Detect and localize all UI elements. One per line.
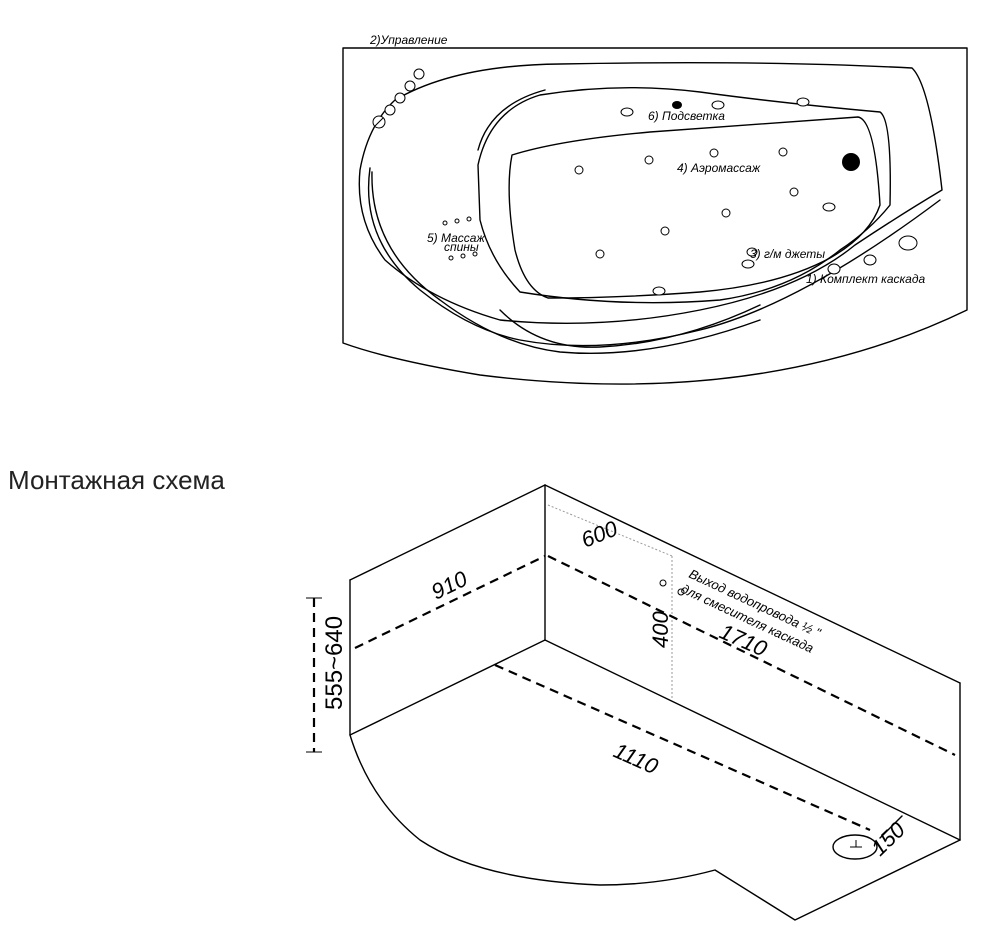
control-buttons — [372, 68, 425, 129]
jet-icon — [796, 97, 810, 107]
control-button-icon — [404, 80, 416, 92]
air-nozzle-icon — [789, 187, 799, 197]
dim-label-400: 400 — [648, 611, 673, 648]
label-back-massage-1: 5) Массаж — [427, 231, 485, 245]
back-jet-icon — [454, 218, 460, 224]
wall-top-right — [544, 484, 961, 684]
dim-line-150 — [879, 815, 903, 839]
jet-icon — [741, 259, 755, 269]
label-aeromassage: 4) Аэромассаж — [677, 161, 761, 175]
label-back-massage-2: спины — [444, 240, 479, 254]
cascade-valve-icon — [863, 254, 877, 266]
plan-outer-frame — [342, 47, 968, 385]
dim-label-1110: 1110 — [610, 738, 663, 780]
cascade-set — [827, 235, 918, 275]
floor-back — [544, 639, 961, 841]
jet-icon — [620, 107, 634, 117]
dim-line-1710 — [547, 555, 956, 756]
plan-rim-outer — [358, 61, 943, 325]
plan-back-rim — [477, 89, 546, 151]
control-button-icon — [413, 68, 425, 80]
tub-front-curve — [349, 734, 961, 921]
back-jet-icon — [442, 220, 448, 226]
wall-top-left — [349, 484, 546, 581]
jets — [574, 97, 836, 296]
back-jet-icon — [460, 253, 466, 259]
outlet-icon — [677, 588, 685, 596]
plan-front-skirt — [367, 167, 941, 347]
back-jet-icon — [448, 255, 454, 261]
back-jet-icon — [472, 251, 478, 257]
drain-marker — [850, 840, 862, 848]
cascade-valve-icon — [827, 263, 841, 275]
label-hydro-jets: 3) г/м джеты — [750, 247, 825, 261]
jet-icon — [746, 247, 758, 257]
control-button-icon — [384, 104, 396, 116]
air-nozzle-icon — [721, 208, 731, 218]
jet-icon — [652, 286, 666, 296]
jet-icon — [711, 100, 725, 110]
dim-label-600: 600 — [578, 515, 622, 552]
plan-front-skirt-2 — [371, 171, 761, 354]
light-large-icon — [842, 153, 860, 171]
plan-basin — [508, 116, 881, 299]
bathtub-plan: 2)Управление 6) Подсветка 4) Аэромассаж … — [342, 33, 968, 385]
label-cascade: 1) Комплект каскада — [806, 272, 925, 286]
control-button-icon — [394, 92, 406, 104]
back-jet-icon — [466, 216, 472, 222]
dim-height-ticks — [306, 597, 322, 753]
dim-label-height: 555~640 — [321, 616, 348, 710]
label-control: 2)Управление — [369, 33, 448, 47]
dim-line-1110 — [494, 663, 871, 832]
jet-icon — [822, 202, 836, 212]
cascade-outlet-icon — [898, 235, 918, 251]
air-nozzle-icon — [778, 147, 788, 157]
air-nozzle-icon — [644, 155, 654, 165]
drain-icon — [832, 834, 878, 860]
back-massage-dots — [442, 216, 478, 261]
dim-line-910 — [354, 555, 546, 649]
mounting-scheme: 910 555~640 600 400 1710 1110 150 Выход … — [306, 484, 961, 921]
air-nozzle-icon — [595, 249, 605, 259]
light-icon — [672, 101, 682, 109]
air-nozzle-icon — [709, 148, 719, 158]
air-nozzle-icon — [660, 226, 670, 236]
control-slash — [374, 117, 384, 127]
plan-rim-inner — [477, 86, 891, 304]
mounting-title: Монтажная схема — [8, 465, 225, 495]
dim-label-910: 910 — [427, 566, 472, 605]
label-lighting: 6) Подсветка — [648, 109, 725, 123]
plan-front-curve — [499, 304, 761, 348]
outlet-icon — [659, 579, 667, 587]
floor-left — [349, 639, 546, 736]
air-nozzle-icon — [574, 165, 584, 175]
